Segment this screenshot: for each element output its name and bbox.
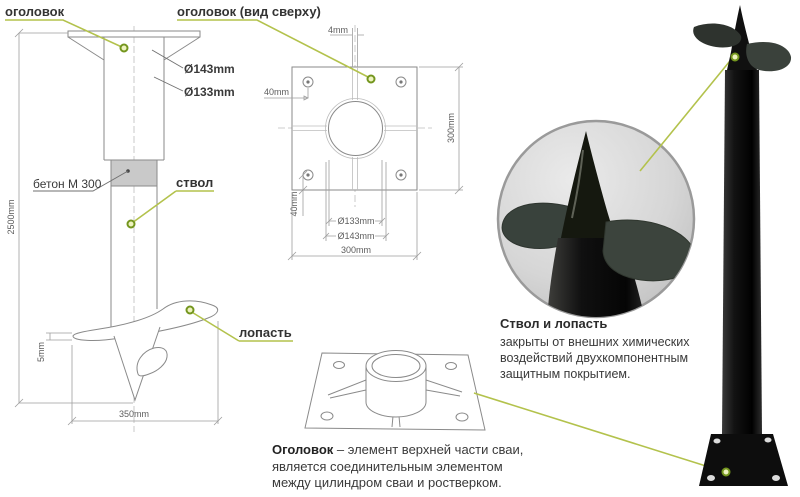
leader-d133	[153, 76, 184, 92]
note-cap-term: Оголовок	[272, 442, 334, 457]
marker-dot-blade	[185, 305, 195, 315]
leader-cap3d-to-photo	[473, 392, 726, 473]
concrete-block	[110, 159, 158, 187]
leader-label-shaft	[131, 190, 214, 224]
leader-label-cap	[5, 19, 125, 49]
leader-label-blade	[189, 310, 293, 342]
label-d133: Ø133mm	[184, 85, 235, 99]
label-d143: Ø143mm	[184, 62, 235, 76]
dim-blade-diameter-text: 350mm	[119, 409, 149, 419]
cap3d-holes	[320, 361, 469, 422]
note-shaft-blade: Ствол и лопасть закрыты от внешних химич…	[500, 316, 710, 382]
dim-inner-text: Ø133mm	[337, 216, 374, 226]
marker-dot-cap	[119, 43, 129, 53]
dim-gusset: 4mm	[328, 25, 364, 67]
dim-hole-offset-y-text: 40mm	[289, 191, 299, 216]
note-shaft-line-1: закрыты от внешних химических	[500, 335, 690, 349]
pile-blade-left	[693, 23, 742, 48]
dim-blade-diameter: 350mm	[67, 321, 223, 426]
side-view-drawing: 2500mm 5mm 350mm оголовок Ø143mm Ø133mm …	[5, 4, 293, 432]
note-cap-line-3: между цилиндром сваи и ростверком.	[272, 475, 502, 490]
topview-circle-inner	[328, 101, 383, 156]
cap3d-cylinder-bore	[371, 354, 421, 378]
note-cap: Оголовок – элемент верхней части сваи, я…	[272, 442, 524, 492]
leader-topview-title	[177, 19, 371, 79]
dim-hole-offset-x: 40mm	[264, 87, 309, 101]
note-shaft-line-3: защитным покрытием.	[500, 367, 631, 381]
detail-highlight	[571, 149, 584, 219]
dim-hole-offset-y: 40mm	[289, 170, 308, 217]
dim-hole-offset-x-text: 40mm	[264, 87, 289, 97]
note-shaft-line-2: воздействий двухкомпонентным	[500, 351, 689, 365]
cap-cone-slants	[67, 36, 201, 61]
lower-helix	[136, 347, 168, 377]
marker-dot-pile-tip	[730, 52, 740, 62]
pile-flange	[699, 434, 788, 486]
shaft-outline	[110, 186, 158, 327]
label-blade: лопасть	[239, 325, 292, 340]
pile-shaft	[722, 70, 762, 434]
detail-circle-content	[501, 131, 694, 317]
leader-d143	[151, 49, 184, 69]
note-shaft-title: Ствол и лопасть	[500, 316, 608, 331]
dim-side-right-text: 300mm	[446, 113, 456, 143]
dim-side-right: 300mm	[419, 62, 464, 195]
leader-concrete	[33, 170, 129, 192]
cap3d-gussets	[327, 379, 463, 428]
dim-thickness-text: 5mm	[36, 342, 46, 362]
dim-outer-diameter: Ø143mm	[322, 162, 390, 241]
pile-flange-holes	[707, 437, 780, 481]
pile-photo	[693, 5, 792, 486]
note-cap-line-1-rest: – элемент верхней части сваи,	[333, 442, 524, 457]
label-concrete: бетон М 300	[33, 177, 102, 191]
dim-gusset-text: 4mm	[328, 25, 348, 35]
note-cap-line-1: Оголовок – элемент верхней части сваи,	[272, 442, 524, 459]
pile-blade-right	[746, 41, 792, 72]
dim-side-bottom: 300mm	[287, 192, 422, 261]
blade-shape	[72, 300, 219, 341]
note-cap-line-2: является соединительным элементом	[272, 458, 503, 474]
cap-3d-drawing	[304, 350, 726, 473]
detail-spike	[560, 131, 616, 243]
marker-dots	[119, 43, 740, 477]
top-view-drawing: 4mm 40mm 300mm 40mm Ø133mm Ø143m	[177, 4, 464, 261]
marker-dot-topview	[366, 74, 376, 84]
topview-circle-outer	[325, 98, 386, 159]
dim-outer-text: Ø143mm	[337, 231, 374, 241]
dim-length-text: 2500mm	[6, 199, 16, 234]
marker-dot-pile-flange	[721, 467, 731, 477]
topview-gussets	[292, 67, 417, 190]
topview-title: оголовок (вид сверху)	[177, 4, 321, 19]
cap-plate	[67, 30, 201, 38]
leader-detail-to-tip	[639, 55, 735, 172]
cap3d-cylinder-top	[365, 350, 427, 382]
detail-circle-photo	[496, 55, 735, 319]
dim-blade-thickness: 5mm	[36, 332, 72, 362]
label-cap: оголовок	[5, 4, 65, 19]
topview-plate	[291, 66, 418, 191]
dim-inner-diameter: Ø133mm	[325, 160, 386, 226]
dim-side-bottom-text: 300mm	[341, 245, 371, 255]
label-shaft: ствол	[176, 175, 213, 190]
marker-dot-shaft	[126, 219, 136, 229]
dim-overall-length: 2500mm	[6, 28, 133, 408]
